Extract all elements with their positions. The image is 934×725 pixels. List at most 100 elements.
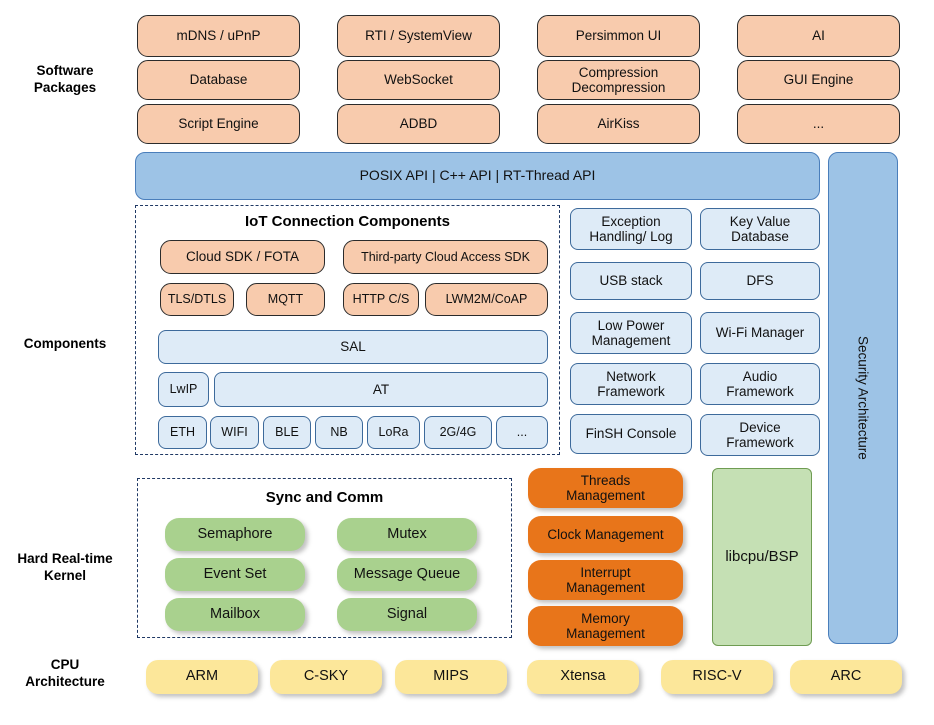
row-label-cpu-line1: CPU [50, 657, 80, 672]
sync-and-comm-box [137, 478, 512, 638]
iot-link-lora-label: LoRa [378, 425, 409, 440]
cpu-arm[interactable]: ARM [146, 660, 258, 694]
sync-and-comm-title: Sync and Comm [137, 489, 512, 506]
package-more[interactable]: ... [737, 104, 900, 144]
cpu-mips-label: MIPS [433, 668, 469, 685]
iot-lwip[interactable]: LwIP [158, 372, 209, 407]
sync-event-set-label: Event Set [203, 565, 267, 582]
component-lowpower-line2: Management [591, 333, 671, 348]
sync-signal-label: Signal [386, 605, 428, 622]
component-dfs[interactable]: DFS [700, 262, 820, 300]
component-audio-framework[interactable]: Audio Framework [700, 363, 820, 405]
kernel-memory-management[interactable]: Memory Management [528, 606, 683, 646]
sync-mailbox[interactable]: Mailbox [165, 598, 305, 631]
iot-mqtt[interactable]: MQTT [246, 283, 325, 316]
security-architecture-bar[interactable]: Security Architecture [828, 152, 898, 644]
component-keyvalue-line1: Key Value [729, 213, 791, 229]
package-airkiss[interactable]: AirKiss [537, 104, 700, 144]
package-script-engine[interactable]: Script Engine [137, 104, 300, 144]
iot-link-eth[interactable]: ETH [158, 416, 207, 449]
package-persimmon-ui[interactable]: Persimmon UI [537, 15, 700, 57]
iot-tls-dtls-label: TLS/DTLS [167, 292, 227, 307]
iot-link-wifi-label: WIFI [221, 425, 248, 440]
kernel-libcpu-bsp-label: libcpu/BSP [725, 548, 799, 566]
component-audio-line1: Audio [742, 368, 778, 384]
iot-tls-dtls[interactable]: TLS/DTLS [160, 283, 234, 316]
row-label-software-packages: Software Packages [0, 62, 130, 96]
package-mdns-upnp[interactable]: mDNS / uPnP [137, 15, 300, 57]
package-database[interactable]: Database [137, 60, 300, 100]
row-label-software-packages-line2: Packages [33, 80, 97, 95]
iot-lwm2m-coap[interactable]: LWM2M/CoAP [425, 283, 548, 316]
security-architecture-label: Security Architecture [855, 336, 871, 460]
component-key-value-database[interactable]: Key Value Database [700, 208, 820, 250]
iot-link-ble-label: BLE [275, 425, 299, 440]
package-websocket[interactable]: WebSocket [337, 60, 500, 100]
row-label-components-text: Components [23, 336, 107, 351]
row-label-software-packages-line1: Software [36, 63, 94, 78]
sync-event-set[interactable]: Event Set [165, 558, 305, 591]
package-airkiss-label: AirKiss [597, 116, 640, 132]
sync-semaphore[interactable]: Semaphore [165, 518, 305, 551]
package-script-engine-label: Script Engine [178, 116, 259, 132]
iot-at[interactable]: AT [214, 372, 548, 407]
component-low-power-management[interactable]: Low Power Management [570, 312, 692, 354]
row-label-components: Components [0, 335, 130, 352]
component-wifi-manager[interactable]: Wi-Fi Manager [700, 312, 820, 354]
package-compression-decompression[interactable]: Compression Decompression [537, 60, 700, 100]
iot-link-nb[interactable]: NB [315, 416, 363, 449]
component-exception-line2: Handling/ Log [589, 229, 673, 244]
iot-third-party-cloud-access-sdk[interactable]: Third-party Cloud Access SDK [343, 240, 548, 274]
iot-link-lora[interactable]: LoRa [367, 416, 420, 449]
iot-link-2g-4g-label: 2G/4G [439, 425, 477, 440]
package-rti-systemview[interactable]: RTI / SystemView [337, 15, 500, 57]
iot-connection-components-box [135, 205, 560, 455]
sync-signal[interactable]: Signal [337, 598, 477, 631]
cpu-arm-label: ARM [185, 668, 219, 685]
sync-mutex[interactable]: Mutex [337, 518, 477, 551]
component-usb-stack[interactable]: USB stack [570, 262, 692, 300]
sync-semaphore-label: Semaphore [197, 525, 273, 542]
iot-sal-label: SAL [340, 339, 366, 355]
package-gui-engine[interactable]: GUI Engine [737, 60, 900, 100]
component-audio-line2: Framework [726, 384, 794, 399]
api-bar[interactable]: POSIX API | C++ API | RT-Thread API [135, 152, 820, 200]
sync-and-comm-title-text: Sync and Comm [265, 489, 384, 506]
iot-connection-components-title: IoT Connection Components [135, 213, 560, 230]
iot-link-2g-4g[interactable]: 2G/4G [424, 416, 492, 449]
kernel-libcpu-bsp[interactable]: libcpu/BSP [712, 468, 812, 646]
package-compression-line2: Decompression [571, 80, 666, 95]
cpu-xtensa[interactable]: Xtensa [527, 660, 639, 694]
component-exception-handling-log[interactable]: Exception Handling/ Log [570, 208, 692, 250]
cpu-risc-v-label: RISC-V [692, 668, 742, 685]
iot-sal[interactable]: SAL [158, 330, 548, 364]
sync-mailbox-label: Mailbox [210, 605, 260, 622]
component-finsh-console[interactable]: FinSH Console [570, 414, 692, 454]
iot-link-wifi[interactable]: WIFI [210, 416, 259, 449]
row-label-cpu-architecture: CPU Architecture [0, 656, 130, 690]
iot-cloud-sdk-fota[interactable]: Cloud SDK / FOTA [160, 240, 325, 274]
cpu-arc[interactable]: ARC [790, 660, 902, 694]
iot-link-ble[interactable]: BLE [263, 416, 311, 449]
kernel-threads-management[interactable]: Threads Management [528, 468, 683, 508]
sync-message-queue-label: Message Queue [353, 565, 461, 582]
iot-cloud-sdk-fota-label: Cloud SDK / FOTA [185, 249, 300, 265]
package-adbd[interactable]: ADBD [337, 104, 500, 144]
iot-link-more[interactable]: ... [496, 416, 548, 449]
row-label-kernel: Hard Real-time Kernel [0, 550, 130, 584]
component-network-framework[interactable]: Network Framework [570, 363, 692, 405]
api-bar-label: POSIX API | C++ API | RT-Thread API [359, 167, 596, 184]
cpu-mips[interactable]: MIPS [395, 660, 507, 694]
iot-http-cs[interactable]: HTTP C/S [343, 283, 419, 316]
kernel-threads-line1: Threads [580, 472, 631, 488]
kernel-interrupt-line1: Interrupt [580, 564, 631, 580]
sync-message-queue[interactable]: Message Queue [337, 558, 477, 591]
package-ai[interactable]: AI [737, 15, 900, 57]
kernel-interrupt-management[interactable]: Interrupt Management [528, 560, 683, 600]
cpu-c-sky[interactable]: C-SKY [270, 660, 382, 694]
component-device-framework[interactable]: Device Framework [700, 414, 820, 456]
kernel-clock-management[interactable]: Clock Management [528, 516, 683, 553]
component-finsh-console-label: FinSH Console [585, 426, 677, 442]
cpu-risc-v[interactable]: RISC-V [661, 660, 773, 694]
package-more-label: ... [812, 116, 825, 132]
